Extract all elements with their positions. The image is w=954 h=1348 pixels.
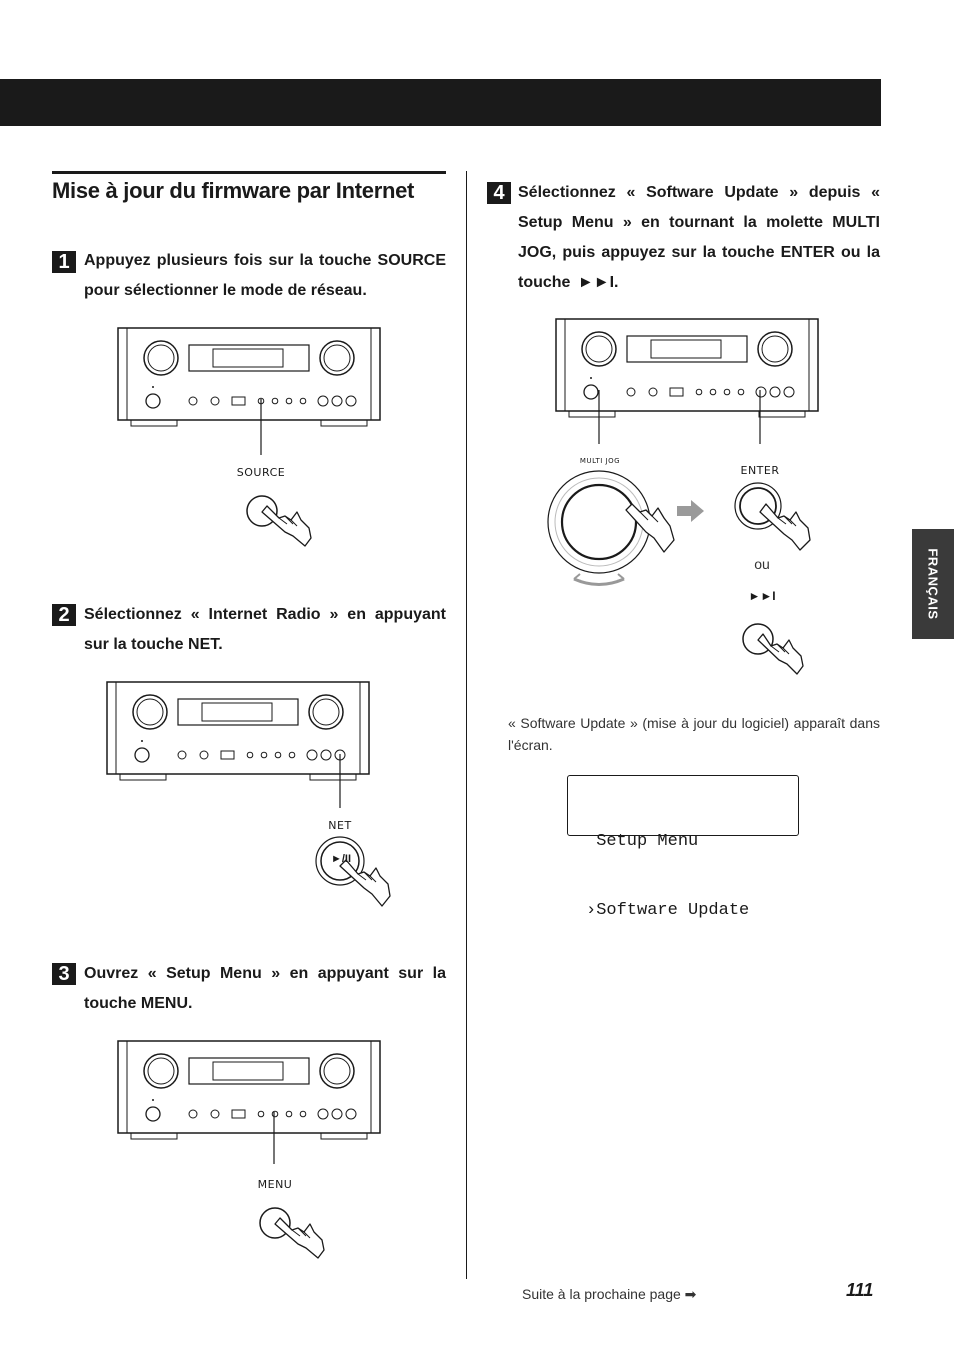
step-3-number: 3	[52, 963, 76, 985]
amplifier-illustration-1	[117, 327, 381, 427]
section-title: Mise à jour du firmware par Internet	[52, 178, 415, 203]
menu-label: MENU	[257, 1178, 293, 1191]
multi-jog-knob-icon	[547, 470, 675, 586]
lcd-line-1: Setup Menu	[586, 832, 699, 851]
section-rule	[52, 171, 446, 174]
lcd-line-2: ›Software Update	[586, 901, 750, 920]
right-arrow-icon	[677, 500, 704, 522]
page-number: 111	[846, 1280, 874, 1300]
net-label: NET	[328, 819, 352, 832]
source-pointer-line	[260, 399, 262, 455]
play-pause-symbol: ►/II	[330, 853, 352, 865]
column-divider	[466, 171, 467, 1279]
amplifier-illustration-2	[106, 681, 370, 781]
enter-pointer-line	[759, 390, 761, 444]
skip-symbol-label: ►►I	[748, 589, 776, 603]
enter-label: ENTER	[740, 464, 780, 477]
step-1-number: 1	[52, 251, 76, 273]
continued-next-page: Suite à la prochaine page ➡	[522, 1286, 697, 1302]
enter-button-press-icon	[734, 482, 811, 551]
header-bar	[0, 79, 881, 126]
or-label: ou	[754, 556, 770, 572]
lcd-display: Setup Menu ›Software Update	[567, 775, 799, 920]
menu-button-press-icon	[259, 1207, 325, 1259]
display-note: « Software Update » (mise à jour du logi…	[508, 715, 880, 753]
source-label: SOURCE	[236, 466, 286, 479]
step-4-text-end: .	[614, 274, 619, 291]
step-4-text-body: Sélectionnez « Software Update » depuis …	[518, 184, 880, 291]
source-button-press-icon	[246, 495, 312, 547]
net-button-press-icon	[315, 836, 391, 907]
language-tab-label: FRANÇAIS	[925, 548, 941, 620]
step-4-number: 4	[487, 182, 511, 204]
multi-jog-label: MULTI JOG	[579, 457, 621, 465]
menu-pointer-line	[273, 1112, 275, 1164]
language-tab: FRANÇAIS	[912, 529, 954, 639]
net-pointer-line	[339, 754, 341, 808]
multi-jog-pointer-line	[598, 390, 600, 444]
step-1-text: Appuyez plusieurs fois sur la touche SOU…	[84, 252, 446, 299]
skip-symbol-inline: ►►I	[577, 274, 615, 291]
step-3-text: Ouvrez « Setup Menu » en appuyant sur la…	[84, 965, 446, 1012]
step-2-number: 2	[52, 604, 76, 626]
skip-button-press-icon	[742, 623, 804, 675]
step-4-text: Sélectionnez « Software Update » depuis …	[518, 178, 880, 298]
amplifier-illustration-3	[117, 1040, 381, 1140]
step-2-text: Sélectionnez « Internet Radio » en appuy…	[84, 606, 446, 653]
amplifier-illustration-4	[555, 318, 819, 418]
